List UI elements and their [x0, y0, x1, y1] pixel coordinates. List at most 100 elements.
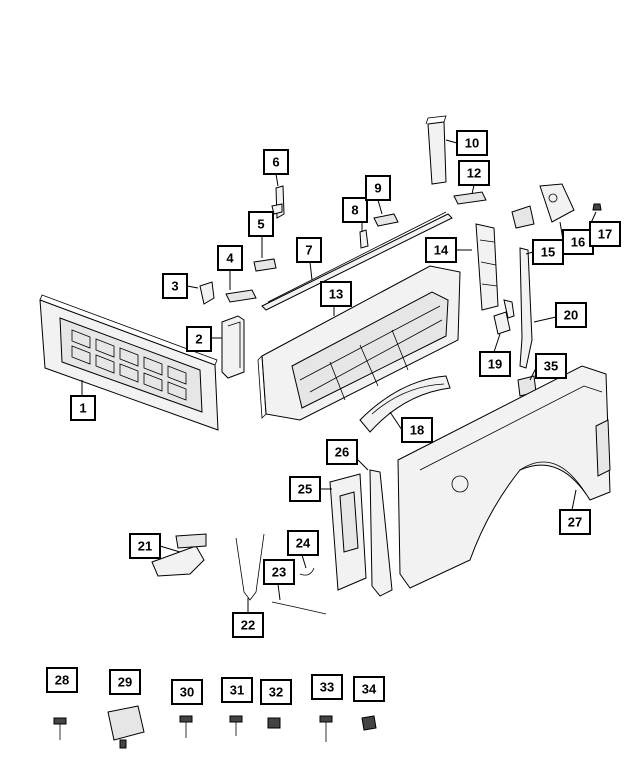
bolt-28-part — [53, 717, 67, 740]
callout-30: 30 — [171, 679, 203, 705]
svg-text:6: 6 — [272, 155, 279, 170]
callout-14: 14 — [425, 237, 457, 263]
svg-text:20: 20 — [564, 308, 578, 323]
callout-27: 27 — [559, 509, 591, 535]
callout-35: 35 — [535, 353, 567, 379]
callout-16: 16 — [562, 229, 594, 255]
callout-9: 9 — [365, 175, 391, 201]
stake-pocket-cover-part — [253, 258, 277, 272]
svg-text:5: 5 — [257, 217, 264, 232]
bed-rail-part — [261, 211, 453, 311]
svg-text:27: 27 — [568, 515, 582, 530]
stake-pocket-pad-part — [225, 289, 257, 303]
svg-text:2: 2 — [195, 332, 202, 347]
tailgate-part — [39, 294, 219, 431]
svg-text:34: 34 — [362, 682, 377, 697]
svg-text:4: 4 — [226, 251, 234, 266]
callout-12: 12 — [458, 160, 490, 186]
strip-23-part — [271, 601, 327, 615]
svg-text:9: 9 — [374, 181, 381, 196]
callout-10: 10 — [456, 130, 488, 156]
callout-23: 23 — [263, 559, 295, 585]
callout-29: 29 — [109, 669, 141, 695]
bracket-12-part — [453, 191, 487, 205]
callout-18: 18 — [401, 417, 433, 443]
reinforcement-20-part — [503, 299, 515, 319]
svg-text:18: 18 — [410, 423, 424, 438]
cargo-box-part — [257, 265, 461, 421]
seal-26-part — [369, 469, 393, 597]
brace-15-part — [519, 247, 533, 369]
callout-17: 17 — [589, 221, 621, 247]
inner-panel-25-part — [329, 473, 367, 591]
clip-8-part — [359, 229, 369, 249]
svg-text:25: 25 — [298, 482, 312, 497]
callout-4: 4 — [217, 245, 243, 271]
callout-33: 33 — [311, 674, 343, 700]
nut-32-part — [267, 717, 281, 729]
svg-text:33: 33 — [320, 680, 334, 695]
clip-9-part — [373, 213, 399, 227]
leader-lines — [81, 139, 597, 612]
callout-25: 25 — [289, 476, 321, 502]
callout-31: 31 — [221, 677, 253, 703]
callout-32: 32 — [260, 679, 292, 705]
svg-text:24: 24 — [296, 536, 311, 551]
callout-19: 19 — [479, 351, 511, 377]
hook-24-part — [299, 567, 315, 576]
callout-2: 2 — [186, 326, 212, 352]
callout-26: 26 — [326, 439, 358, 465]
svg-text:16: 16 — [571, 235, 585, 250]
bed-corner-bracket-part — [221, 315, 245, 379]
callout-22: 22 — [232, 612, 264, 638]
callout-28: 28 — [46, 667, 78, 693]
svg-text:1: 1 — [79, 401, 86, 416]
svg-text:22: 22 — [241, 618, 255, 633]
callout-21: 21 — [129, 533, 161, 559]
svg-text:8: 8 — [351, 203, 358, 218]
svg-text:23: 23 — [272, 565, 286, 580]
callout-24: 24 — [287, 530, 319, 556]
callout-3: 3 — [162, 273, 188, 299]
bracket-19-part — [493, 311, 511, 335]
svg-text:15: 15 — [541, 245, 555, 260]
module-29-part — [107, 705, 145, 749]
side-panel-part — [397, 365, 611, 589]
svg-text:13: 13 — [329, 287, 343, 302]
svg-text:19: 19 — [488, 357, 502, 372]
callout-5: 5 — [248, 211, 274, 237]
bolt-33-part — [319, 715, 333, 742]
svg-text:21: 21 — [138, 539, 152, 554]
bracket-16-part — [539, 183, 575, 223]
cable-22-part — [235, 533, 265, 601]
clip-34-part — [361, 715, 377, 731]
svg-text:10: 10 — [465, 136, 479, 151]
callout-1: 1 — [70, 395, 96, 421]
bolt-31-part — [229, 715, 243, 736]
svg-text:28: 28 — [55, 673, 69, 688]
bracket-35-part — [511, 205, 537, 397]
svg-text:3: 3 — [171, 279, 178, 294]
pillar-10-part — [425, 115, 447, 185]
screw-17-part — [592, 203, 602, 211]
svg-text:35: 35 — [544, 359, 558, 374]
callout-6: 6 — [263, 149, 289, 175]
svg-text:29: 29 — [118, 675, 132, 690]
front-pillar-part — [475, 223, 499, 311]
svg-text:32: 32 — [269, 685, 283, 700]
svg-text:26: 26 — [335, 445, 349, 460]
svg-text:14: 14 — [434, 243, 449, 258]
svg-text:31: 31 — [230, 683, 244, 698]
bracket-21-part — [151, 533, 207, 577]
latch-bracket-part — [199, 281, 215, 305]
wheelhouse-part — [359, 375, 451, 433]
callout-13: 13 — [320, 281, 352, 307]
callout-15: 15 — [532, 239, 564, 265]
svg-text:12: 12 — [467, 166, 481, 181]
callout-8: 8 — [342, 197, 368, 223]
callout-20: 20 — [555, 302, 587, 328]
callout-7: 7 — [296, 237, 322, 263]
callout-34: 34 — [353, 676, 385, 702]
bolt-30-part — [179, 715, 193, 738]
